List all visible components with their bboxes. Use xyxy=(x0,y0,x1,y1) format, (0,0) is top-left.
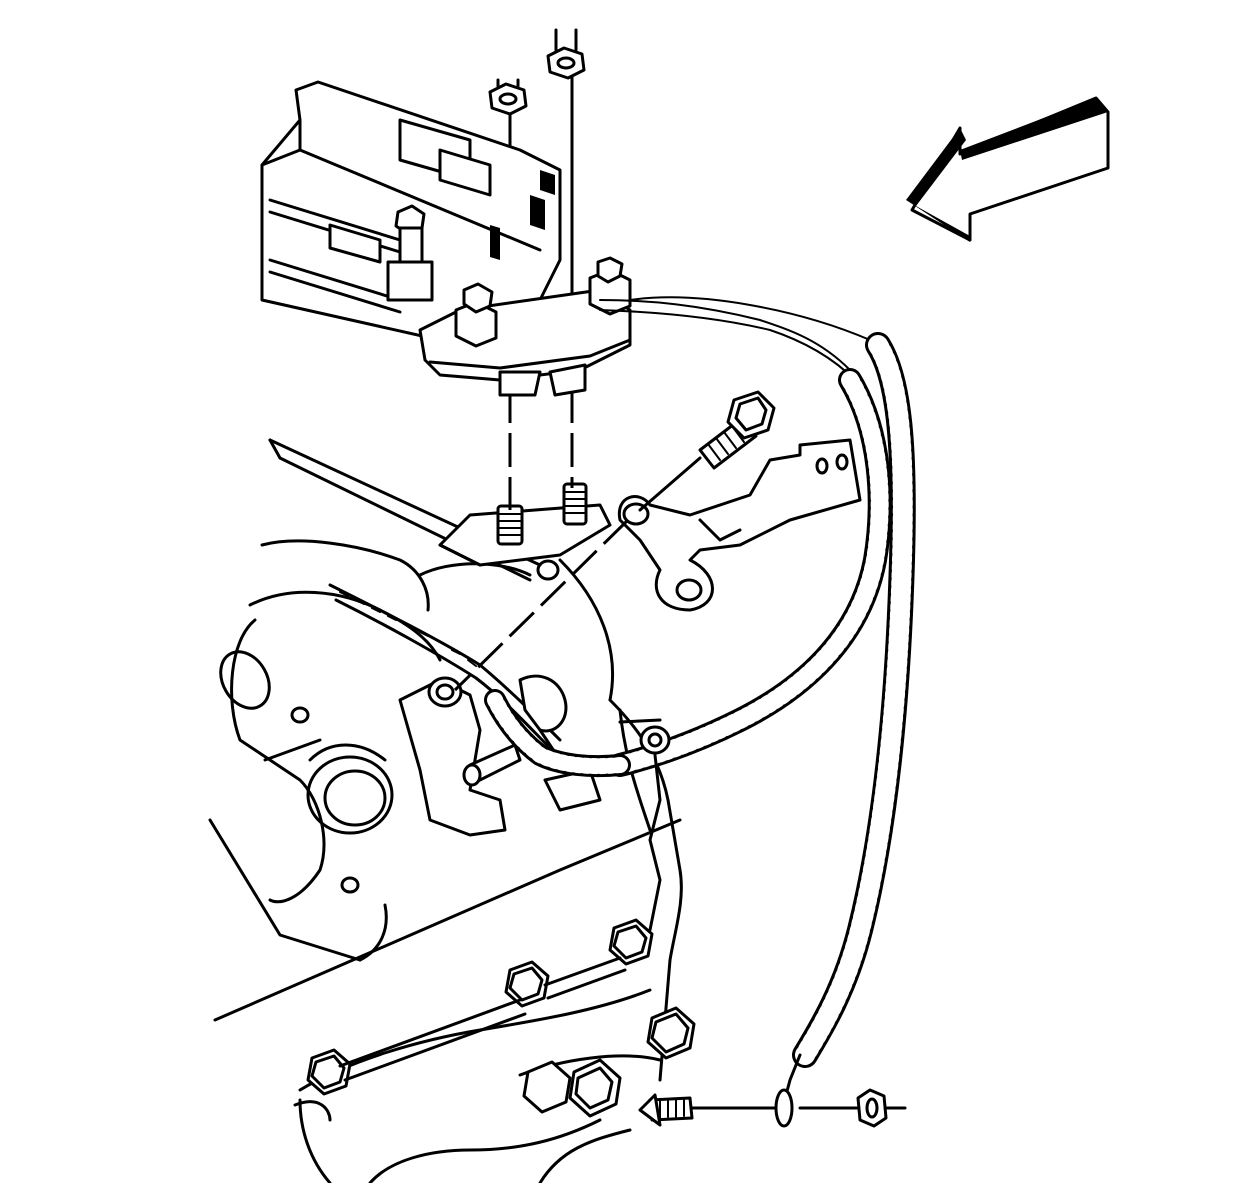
threaded-stud-icon xyxy=(562,482,588,526)
ring-terminal-icon xyxy=(774,1088,794,1128)
engine-harness xyxy=(328,583,602,837)
hex-nut-icon xyxy=(522,1060,572,1114)
hex-nut-icon xyxy=(306,1048,352,1096)
engine-block xyxy=(208,438,683,1183)
module-nuts xyxy=(488,28,586,116)
bolt-icon xyxy=(698,390,776,470)
manifold-nuts xyxy=(306,918,696,1118)
hex-nut-icon xyxy=(546,28,586,80)
ground-terminal xyxy=(638,1053,888,1128)
hex-nut-icon xyxy=(504,960,550,1008)
mounting-bracket xyxy=(438,482,612,567)
hex-nut-icon xyxy=(646,1006,696,1060)
hex-nut-icon xyxy=(568,1058,622,1118)
hex-nut-icon xyxy=(856,1088,888,1128)
control-module-icon xyxy=(260,80,632,397)
threaded-stud-icon xyxy=(496,504,524,546)
hex-nut-icon xyxy=(608,918,654,966)
side-bracket xyxy=(617,438,862,612)
direction-arrow-icon xyxy=(906,96,1110,242)
wire-harness-icon xyxy=(484,296,916,1068)
hex-nut-icon xyxy=(488,78,528,116)
